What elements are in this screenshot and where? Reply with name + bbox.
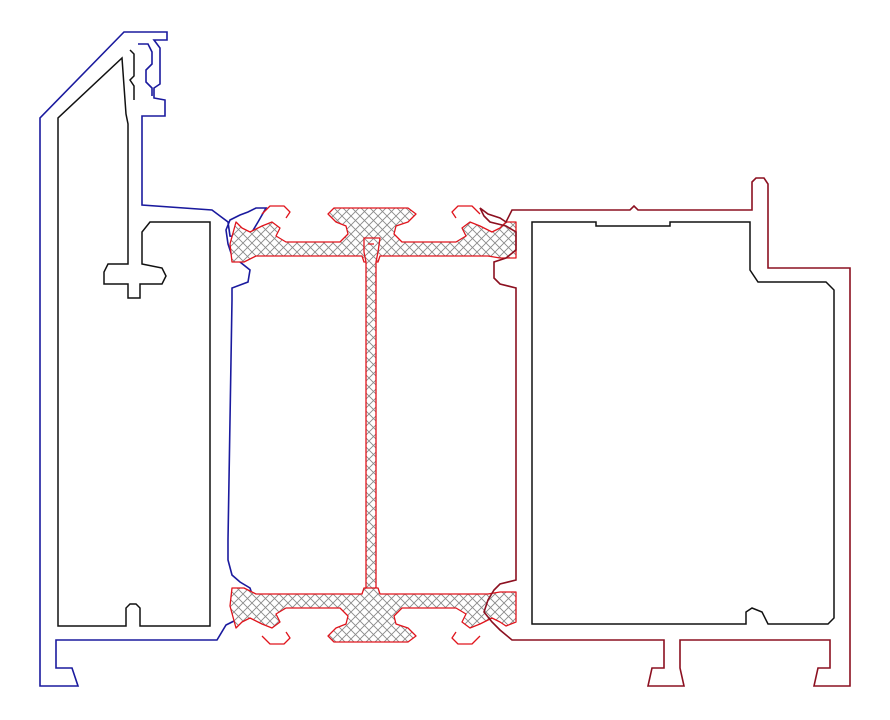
frame-chambers xyxy=(57,49,211,627)
frame-clip-slot xyxy=(138,43,153,96)
thermal-break-top-slot-left xyxy=(261,205,291,219)
frame-screw-slot xyxy=(129,49,135,100)
thermal-break-top-slot-right xyxy=(451,205,481,219)
frame-main-chamber xyxy=(57,56,211,627)
sash-profile xyxy=(479,177,851,687)
sash-outer-outline xyxy=(479,177,851,687)
thermal-break-bottom-slot-right xyxy=(451,631,481,645)
thermal-break-web xyxy=(363,237,381,613)
thermal-break-bottom xyxy=(229,587,517,643)
sash-main-chamber xyxy=(531,221,835,625)
thermal-break-bottom-slot-left xyxy=(261,631,291,645)
thermal-break xyxy=(229,205,517,645)
